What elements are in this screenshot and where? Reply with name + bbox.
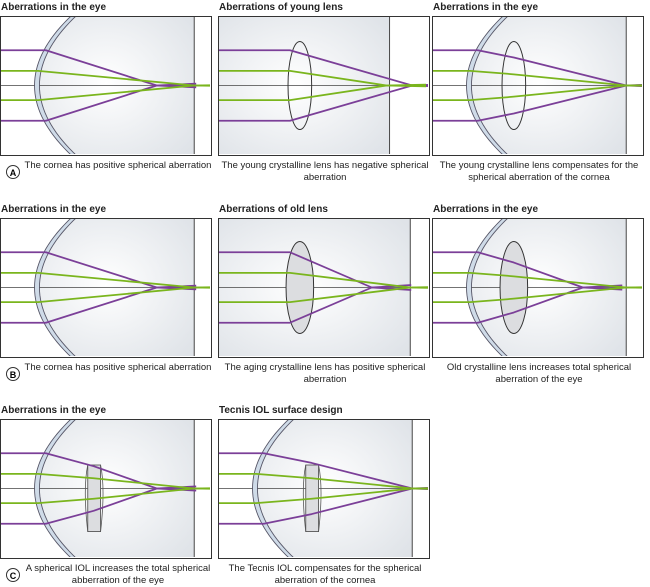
purple-ray (1, 485, 197, 525)
aging-lens (499, 241, 529, 334)
purple-ray (1, 452, 197, 492)
row-label-badge: C (6, 568, 20, 582)
panel-title: Aberrations in the eye (433, 2, 539, 13)
panel-title: Aberrations in the eye (1, 2, 107, 13)
purple-ray (219, 284, 412, 324)
panel-diagram (218, 16, 430, 156)
cornea-fill (34, 219, 75, 356)
panel-caption: The young crystalline lens has negative … (221, 160, 429, 183)
cornea-fill (34, 17, 75, 154)
green-ray (219, 487, 428, 505)
optics-diagram (1, 17, 210, 154)
panel-diagram (218, 218, 430, 358)
green-ray (433, 84, 642, 102)
optics-diagram (1, 420, 210, 557)
cornea-inner (39, 420, 76, 557)
optics-diagram (1, 219, 210, 356)
green-ray (433, 286, 642, 304)
cornea-outer (34, 420, 71, 557)
panel-caption: The cornea has positive spherical aberra… (24, 362, 212, 373)
cornea-outer (34, 219, 71, 356)
purple-ray (433, 284, 623, 324)
panel-caption: The aging crystalline lens has positive … (224, 362, 426, 385)
cornea-inner (471, 219, 508, 356)
green-ray (1, 487, 210, 505)
cornea-fill (466, 219, 507, 356)
panel-title: Aberrations in the eye (1, 405, 107, 416)
young-lens (501, 40, 527, 131)
panel-caption: Old crystalline lens increases total sph… (446, 362, 632, 385)
aging-lens (285, 241, 315, 334)
optics-diagram (433, 219, 642, 356)
cornea-outer (34, 17, 71, 154)
panel-caption: The Tecnis IOL compensates for the spher… (228, 563, 422, 586)
iol-surface (302, 464, 322, 532)
cornea-fill (466, 17, 507, 154)
optics-diagram (219, 219, 428, 356)
panel-title: Aberrations in the eye (1, 204, 107, 215)
panel-diagram (0, 218, 212, 358)
panel-caption: The young crystalline lens compensates f… (439, 160, 639, 183)
panel-title: Aberrations of old lens (219, 204, 328, 215)
cornea-fill (34, 420, 75, 557)
row-label-badge: A (6, 165, 20, 179)
cornea-inner (39, 17, 76, 154)
cornea-inner (39, 219, 76, 356)
panel-diagram (0, 16, 212, 156)
purple-ray (433, 251, 623, 291)
optics-diagram (219, 17, 428, 154)
panel-diagram (218, 419, 430, 559)
green-ray (1, 84, 210, 102)
panel-diagram (0, 419, 212, 559)
panel-diagram (432, 218, 644, 358)
optics-diagram (433, 17, 642, 154)
cornea-outer (466, 17, 503, 154)
cornea-inner (257, 420, 294, 557)
row-label-badge: B (6, 367, 20, 381)
panel-diagram (432, 16, 644, 156)
cornea-outer (252, 420, 289, 557)
green-ray (1, 286, 210, 304)
cornea-inner (471, 17, 508, 154)
green-ray (219, 69, 427, 88)
cornea-fill (252, 420, 293, 557)
panel-caption: A spherical IOL increases the total sphe… (25, 563, 211, 586)
green-ray (219, 83, 427, 102)
panel-title: Aberrations in the eye (433, 204, 539, 215)
optics-diagram (219, 420, 428, 557)
young-lens (287, 40, 313, 131)
green-ray (219, 286, 428, 304)
panel-caption: The cornea has positive spherical aberra… (24, 160, 212, 171)
panel-title: Tecnis IOL surface design (219, 405, 343, 416)
cornea-outer (466, 219, 503, 356)
panel-title: Aberrations of young lens (219, 2, 343, 13)
purple-ray (219, 251, 412, 291)
